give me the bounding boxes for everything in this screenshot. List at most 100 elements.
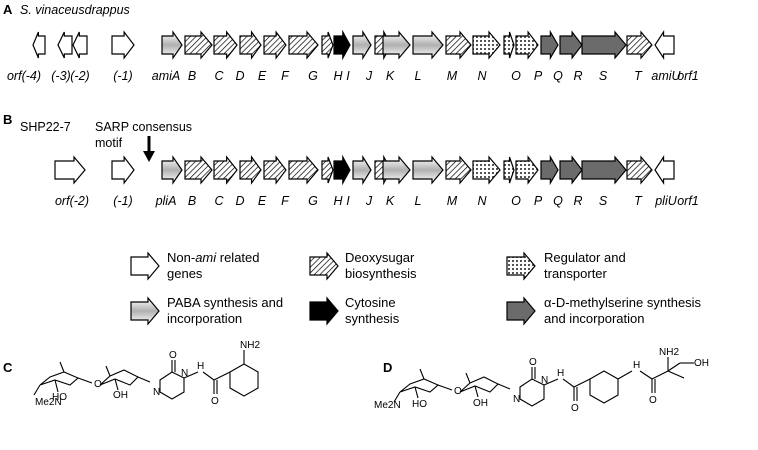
gene-label: R bbox=[573, 194, 582, 208]
gene-arrow-a bbox=[654, 29, 675, 61]
chem-c-n3: N bbox=[181, 368, 188, 379]
gene-label: G bbox=[308, 194, 318, 208]
gene-arrow-a bbox=[213, 30, 238, 60]
gene-arrow-b bbox=[472, 155, 501, 185]
gene-label: T bbox=[634, 194, 643, 208]
chem-c-nh2: NH2 bbox=[240, 340, 260, 351]
legend-icon-methylserine bbox=[506, 296, 536, 326]
structure-d: Me2N HO OH O O O O N N H H NH2 OH bbox=[374, 347, 709, 414]
gene-arrow-a bbox=[352, 29, 372, 61]
chem-d-nh2: NH2 bbox=[659, 347, 679, 358]
gene-arrow-a bbox=[445, 30, 472, 60]
gene-label: L bbox=[415, 69, 422, 83]
gene-label: (-1) bbox=[113, 194, 132, 208]
legend-icon-cytosine bbox=[309, 296, 339, 326]
gene-label: C bbox=[214, 69, 224, 83]
gene-label: P bbox=[534, 69, 543, 83]
gene-row-b bbox=[54, 154, 675, 186]
gene-arrow-a bbox=[288, 30, 319, 60]
gene-label: J bbox=[365, 194, 373, 208]
panel-letter-b: B bbox=[3, 112, 12, 127]
gene-label: E bbox=[258, 69, 267, 83]
gene-label: B bbox=[188, 194, 196, 208]
gene-arrow-b bbox=[184, 155, 213, 185]
gene-label: E bbox=[258, 194, 267, 208]
chem-d-oh: OH bbox=[473, 398, 488, 409]
gene-arrow-a bbox=[32, 31, 46, 59]
chem-c-nme2: Me2N bbox=[35, 397, 62, 408]
gene-label: orf(-4) bbox=[7, 69, 41, 83]
gene-arrow-a bbox=[540, 29, 559, 61]
gene-arrow-b bbox=[161, 155, 183, 185]
chem-d-n1: N bbox=[513, 394, 520, 405]
gene-label: N bbox=[477, 194, 487, 208]
gene-label: Q bbox=[553, 69, 563, 83]
gene-arrow-b bbox=[559, 155, 583, 185]
gene-label: O bbox=[511, 69, 521, 83]
chem-d-o-carbonyl: O bbox=[529, 357, 537, 368]
gene-arrow-a bbox=[57, 31, 73, 59]
chem-c-o-carbonyl: O bbox=[169, 350, 177, 361]
gene-arrow-a bbox=[321, 31, 334, 59]
gene-label: orf1 bbox=[677, 69, 699, 83]
chem-c-o-amide: O bbox=[211, 396, 219, 407]
gene-arrow-b bbox=[412, 155, 444, 185]
gene-arrow-a bbox=[184, 30, 213, 60]
legend-icon-deoxysugar bbox=[309, 251, 339, 281]
gene-arrow-a bbox=[581, 30, 627, 60]
gene-arrow-b bbox=[54, 155, 86, 185]
legend: Non-ami related genes Deoxysugar biosynt… bbox=[130, 250, 702, 326]
legend-icon-non-related bbox=[130, 251, 160, 281]
gene-label: B bbox=[188, 69, 196, 83]
chem-d-o-amide2: O bbox=[649, 395, 657, 406]
gene-label: P bbox=[534, 194, 543, 208]
gene-row-a bbox=[32, 29, 675, 61]
gene-label: O bbox=[511, 194, 521, 208]
gene-label: amiU bbox=[651, 69, 681, 83]
gene-arrow-b bbox=[445, 155, 472, 185]
gene-arrow-b bbox=[626, 155, 653, 185]
gene-label: D bbox=[235, 194, 244, 208]
chem-c-nh: H bbox=[197, 361, 204, 372]
gene-label: N bbox=[477, 69, 487, 83]
chem-d-o-amide: O bbox=[571, 403, 579, 414]
legend-regulator-line2: transporter bbox=[544, 266, 608, 281]
gene-arrow-b bbox=[382, 155, 411, 185]
chem-d-o-ring: O bbox=[454, 386, 462, 397]
gene-label: K bbox=[386, 194, 395, 208]
legend-deoxy-line1: Deoxysugar bbox=[345, 250, 415, 265]
chem-c-oh: OH bbox=[113, 390, 128, 401]
gene-label: I bbox=[346, 69, 350, 83]
gene-arrow-a bbox=[111, 30, 135, 60]
chem-d-nh2b: H bbox=[633, 360, 640, 371]
gene-label: pliA bbox=[155, 194, 177, 208]
gene-arrow-b bbox=[540, 154, 559, 186]
gene-arrow-a bbox=[515, 30, 539, 60]
gene-label: (-2) bbox=[70, 69, 89, 83]
gene-label: (-1) bbox=[113, 69, 132, 83]
gene-label: J bbox=[365, 69, 373, 83]
gene-arrow-a bbox=[239, 30, 262, 60]
gene-label: F bbox=[281, 194, 290, 208]
panel-letter-d: D bbox=[383, 360, 392, 375]
gene-label: K bbox=[386, 69, 395, 83]
gene-label: I bbox=[346, 194, 350, 208]
gene-label: Q bbox=[553, 194, 563, 208]
gene-arrow-a bbox=[626, 30, 653, 60]
gene-label: D bbox=[235, 69, 244, 83]
chem-c-o-ring: O bbox=[94, 379, 102, 390]
organism-label: S. vinaceusdrappus bbox=[20, 3, 130, 17]
legend-non-related-line1: Non-ami related bbox=[167, 250, 260, 265]
gene-arrow-b bbox=[333, 154, 351, 186]
gene-label: H bbox=[333, 69, 343, 83]
legend-methylserine-line1: α-D-methylserine synthesis bbox=[544, 295, 702, 310]
gene-arrow-a bbox=[161, 30, 183, 60]
legend-cytosine-line2: synthesis bbox=[345, 311, 400, 326]
gene-arrow-b bbox=[654, 154, 675, 186]
legend-paba-line1: PABA synthesis and bbox=[167, 295, 283, 310]
gene-arrow-a bbox=[559, 30, 583, 60]
gene-arrow-b bbox=[213, 155, 238, 185]
